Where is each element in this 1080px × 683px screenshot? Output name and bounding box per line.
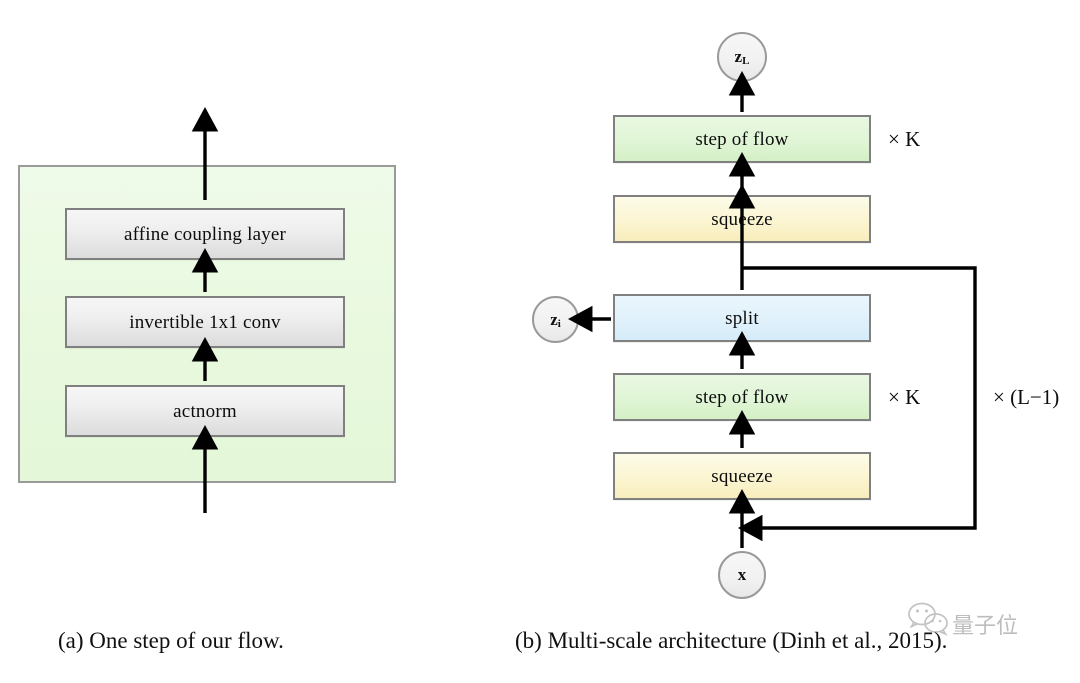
block-label: squeeze <box>711 465 773 487</box>
multiplier-times-k-top: × K <box>888 127 921 151</box>
loop-path-outgoing <box>738 266 977 542</box>
block-label: actnorm <box>173 400 237 422</box>
block-label: invertible 1x1 conv <box>129 311 281 333</box>
caption-panel-a: (a) One step of our flow. <box>58 628 284 653</box>
node-z-L-label: zL <box>734 47 750 67</box>
multiplier-times-l-minus-1: × (L−1) <box>993 385 1060 409</box>
caption-panel-b: (b) Multi-scale architecture (Dinh et al… <box>515 628 948 653</box>
node-x-label: x <box>737 565 747 584</box>
multiplier-times-k-bottom: × K <box>888 385 921 409</box>
block-label: affine coupling layer <box>123 223 287 245</box>
block-label: step of flow <box>695 128 789 150</box>
block-label: step of flow <box>695 386 789 408</box>
node-z-i-label: zi <box>550 309 561 330</box>
node-x[interactable]: x <box>718 551 766 599</box>
block-label: split <box>725 307 759 329</box>
